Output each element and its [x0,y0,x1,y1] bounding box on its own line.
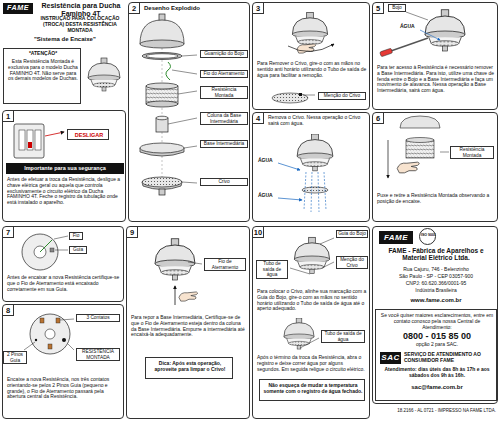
resistor-top-view [24,314,74,354]
node-text: SAC [380,353,401,362]
water-label: ÁGUA [258,158,278,164]
step-panel: 6Puxe e retire a Resistência Montada obs… [372,112,498,222]
step-number: 5 [373,3,384,14]
step-panel: 4 Remova o Crivo. Nessa operação o Crivo … [252,112,370,222]
node-text: FAME - Fábrica de Aparelhos e Material E… [377,247,495,262]
step-panel: 7Antes de encaixar a nova Resistência ce… [2,226,124,302]
instruction-text: Antes de encaixar a nova Resistência cer… [7,275,121,292]
node-text: Se você quiser maiores esclarecimentos, … [380,313,494,330]
instruction-text: Desenho Explodido [144,5,244,12]
part-label: Fio [69,232,83,240]
instruction-text: Encaixe a nova Resistência, nos três con… [7,377,121,400]
step-panel: 1Antes de efetuar a troca da Resistência… [2,110,126,222]
step-number: 8 [3,305,14,316]
node-text: Não esqueça de mudar a temperatura somen… [263,383,363,395]
part-label: Coluna da Base Intermediária [200,112,248,125]
part-label: Guarnição do Bojo [200,50,248,58]
part-label: Resistência Montada [200,86,248,99]
part-label: 3 Contatos [76,314,120,322]
water-label: ÁGUA [258,193,278,199]
breaker-switch [14,124,64,158]
node-text: ISO 9001 [420,233,437,237]
step-number: 7 [3,227,14,238]
step-number: 2 [129,3,140,14]
iso-badge: ISO 9001 [419,228,436,245]
node-text: FAME [379,233,413,242]
instruction-text: Para Remover o Crivo, gire-o com as mãos… [257,61,367,78]
water-figure [278,134,333,212]
node-text: SERVIÇO DE ATENDIMENTO AO CONSUMIDOR FAM… [404,352,494,364]
water-label: ÁGUA [400,24,420,30]
part-label: Fio de Aterramento [204,258,246,271]
step-number: 9 [127,227,138,238]
node-text: CNPJ: 60.620.366/0001-95 [377,281,495,287]
instruction-heading: INSTRUÇÃO PARA COLOCAÇÃO (TROCA) DESTA R… [34,16,126,33]
node-text: sac@fame.com.br [380,384,494,391]
node-text: FAME [3,4,33,12]
instruction-text: Puxe e retire a Resistência Montada obse… [377,193,495,205]
system-name: "Sistema de Encaixe" [34,36,126,43]
part-label: Guia do Bojo [336,230,368,238]
step-number: 4 [253,113,264,124]
exploded-view [140,14,197,195]
part-label: Menção do Crivo [318,92,366,100]
part-label: Tubo de saída de água [321,330,365,343]
part-label: RESISTÊNCIA MONTADA [76,348,120,361]
node-text: Importante para sua segurança [6,165,124,171]
tip-box: Dica: Após esta operação, aproveite para… [145,357,233,379]
part-label: Base Intermediária [200,140,248,148]
step-panel: 9Para repor a Base Intermediária, Certif… [126,226,250,419]
part-label: Fio do Aterramento [200,70,248,78]
contact-box: Se você quiser maiores esclarecimentos, … [375,309,497,401]
step-number: 10 [253,227,264,238]
part-label: Bojo [388,4,406,12]
node-text: *ATENÇÃO* [6,51,80,57]
node-text: Indústria Brasileira [377,288,495,294]
instruction-text: Para repor a Base Intermediária, Certifi… [131,315,247,338]
step-panel: 10Para colocar o Crivo, alinhe sua marca… [252,226,370,419]
company-panel: FAME - Fábrica de Aparelhos e Material E… [372,226,498,404]
node-text: opção 2 para SAC. [380,342,494,348]
node-text: São Paulo - SP - CEP 03057-900 [377,274,495,280]
brand-logo: FAME [3,3,33,14]
warning-box: *ATENÇÃO* Esta Resistência Montada é excl… [3,48,81,104]
switch-label: DESLIGAR [67,129,109,140]
part-label: Resistência Montada [450,146,494,159]
sac-logo: SAC [380,352,401,364]
safety-band: Importante para sua segurança [6,163,124,174]
part-label: Tubo de saída de água [256,260,288,279]
print-code: 18.2166 - AL 0721 - IMPRESSO NA FAME LTD… [374,408,496,413]
part-label: Guia [69,246,87,254]
node-text: Dica: Após esta operação, aproveite para… [149,361,231,373]
node-text: Atendimento: dias úteis das 8h às 17h e … [380,367,494,379]
instruction-text: Para ter acesso à Resistência é necessár… [377,65,495,94]
step-number: 6 [373,113,384,124]
instruction-text: Após o término da troca da Resistência, … [257,355,367,372]
instruction-text: Antes de efetuar a troca da Resistência,… [7,177,123,206]
part-label: 2 Pinos Guia [3,351,27,364]
brand-logo: FAME [379,231,413,244]
remove-crivo-figure [272,12,334,103]
node-text: 0800 - 015 85 00 [380,331,494,341]
base-top-view [22,234,68,270]
instruction-text: Para colocar o Crivo, alinhe sua marcaçã… [257,289,367,312]
step-number: 1 [3,111,14,122]
part-label: Crivo [200,178,248,186]
lever-figure [380,10,465,57]
node-text: www.fame.com.br [377,297,495,304]
node-text: Esta Resistência Montada é exclusiva par… [7,59,79,82]
part-label: Menção do Crivo [336,256,368,269]
push-base-figure [155,239,202,305]
node-text: DESLIGAR [69,132,109,138]
node-text: Rua Cajuru, 746 - Belenzinho [377,267,495,273]
note-box: Não esqueça de mudar a temperatura somen… [259,379,365,401]
step-number: 3 [253,3,264,14]
pull-resistor-figure [388,116,449,178]
header-shower [88,58,120,91]
step-panel: 5Para ter acesso à Resistência é necessá… [372,2,498,110]
instruction-text: Remova o Crivo. Nessa operação o Crivo s… [268,115,368,127]
